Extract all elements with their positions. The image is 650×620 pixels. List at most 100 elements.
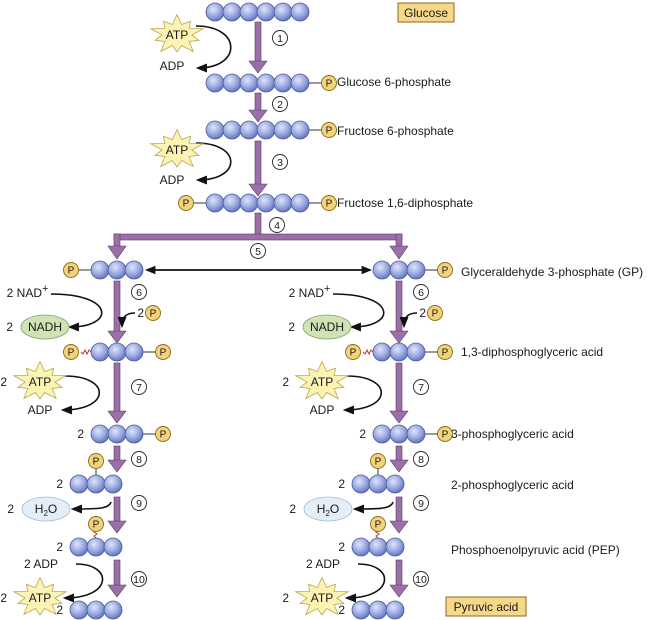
carbon-atom xyxy=(290,120,310,140)
carbon-atom xyxy=(107,342,127,362)
phosphate-label: P xyxy=(375,520,382,531)
3-phosphoglyceric-acid-label: 3-phosphoglyceric acid xyxy=(451,427,574,441)
carbon-atom xyxy=(86,537,106,557)
phosphate-circle xyxy=(321,122,337,138)
adp-label: ADP xyxy=(160,173,185,187)
atp-label: ATP xyxy=(311,375,333,389)
phosphate-circle xyxy=(321,75,337,91)
carbon-atom xyxy=(256,73,276,93)
step-label: 2 xyxy=(277,99,283,111)
carbon-atom xyxy=(90,342,110,362)
carbon-atom xyxy=(107,424,127,444)
arrow-step-3 xyxy=(248,140,268,197)
carbon-atom xyxy=(222,120,242,140)
nad-label: 2 NAD xyxy=(7,286,43,300)
carbon-atom xyxy=(406,260,426,280)
step-circle xyxy=(131,495,147,511)
atp-label: ATP xyxy=(311,591,333,605)
phosphate-group: P xyxy=(145,305,161,321)
step-label: 9 xyxy=(136,498,142,510)
phosphate-label: P xyxy=(442,266,449,277)
arrow-head xyxy=(107,459,127,473)
carbon-atom xyxy=(69,474,89,494)
arrow-shaft xyxy=(254,21,262,63)
step-circle xyxy=(413,451,429,467)
gp-molecule: P xyxy=(372,260,453,280)
phosphate-group: P xyxy=(155,426,171,442)
step-label: 4 xyxy=(274,220,280,232)
arrow-head xyxy=(107,245,127,260)
step-label: 6 xyxy=(418,287,424,299)
atp-starburst xyxy=(294,360,350,400)
carbon-atom xyxy=(389,260,409,280)
fructose-1-6-diphosphate-label: Fructose 1,6-diphosphate xyxy=(337,196,473,210)
cofactor-arrows xyxy=(50,25,418,603)
arrow-head xyxy=(389,459,409,473)
phosphate-circle xyxy=(63,344,79,360)
step-number-4: 4 xyxy=(269,217,285,233)
atp-coefficient: 2 xyxy=(282,591,289,605)
stoichiometric-coefficient: 2 xyxy=(56,477,63,491)
step-circle xyxy=(413,495,429,511)
nadh-coefficient: 2 xyxy=(6,320,13,334)
step-circle xyxy=(131,284,147,300)
atp-to-adp-arrow xyxy=(60,375,101,415)
atp-label: ATP xyxy=(166,143,188,157)
phosphate-circle xyxy=(155,344,171,360)
step-label: 5 xyxy=(255,246,261,258)
step-number-6: 6 xyxy=(131,284,147,300)
two-adp-label: 2 ADP xyxy=(306,557,340,571)
step-circle xyxy=(413,571,429,587)
pep-molecule: P2 xyxy=(338,516,405,557)
arrow-shaft xyxy=(395,362,403,413)
arrow-step-1 xyxy=(248,21,268,74)
2-phosphoglyceric-acid-molecule: P2 xyxy=(56,453,123,494)
arrow-shaft xyxy=(395,559,403,587)
phosphate-circle xyxy=(145,305,161,321)
carbon-atom xyxy=(239,193,259,213)
h2o-h: H xyxy=(317,502,326,516)
fructose-6-phosphate-label: Fructose 6-phosphate xyxy=(337,124,454,138)
h2o-coefficient: 2 xyxy=(289,502,296,516)
carbon-atom xyxy=(273,2,293,22)
atp-to-adp-arrow xyxy=(195,25,232,73)
carbon-atom xyxy=(205,73,225,93)
carbon-atom xyxy=(290,2,310,22)
1-3-diphosphoglyceric-acid-molecule: PP xyxy=(345,342,453,362)
carbon-atom xyxy=(256,193,276,213)
phosphate-coefficient: 2 xyxy=(137,306,144,320)
phosphate-label: P xyxy=(432,309,439,320)
adp-to-atp-arrow xyxy=(344,563,386,603)
atp-badge: ATP 2 xyxy=(282,360,350,400)
atp-coefficient: 2 xyxy=(0,591,7,605)
arrow-shaft xyxy=(254,92,262,112)
nad-to-nadh-arrow xyxy=(332,293,385,332)
atp-to-adp-arrow xyxy=(342,375,383,415)
stoichiometric-coefficient: 2 xyxy=(56,603,63,617)
arrow-head xyxy=(107,330,127,344)
step-label: 9 xyxy=(418,498,424,510)
atp-coefficient: 2 xyxy=(282,375,289,389)
carbon-atom xyxy=(103,537,123,557)
step-number-8: 8 xyxy=(413,451,429,467)
arrow-step-2 xyxy=(248,92,268,123)
arrow-shaft xyxy=(113,362,121,413)
stoichiometric-coefficient: 2 xyxy=(338,540,345,554)
step-circle xyxy=(269,217,285,233)
carbon-atom xyxy=(273,120,293,140)
carbon-atom xyxy=(273,73,293,93)
carbon-atom xyxy=(406,424,426,444)
phosphate-group: P xyxy=(370,453,386,469)
phosphate-group: P xyxy=(63,344,79,360)
arrow-shaft xyxy=(395,280,403,333)
carbon-atom xyxy=(290,73,310,93)
split-arrow xyxy=(107,212,409,260)
phosphate-circle xyxy=(88,516,104,532)
step-number-9: 9 xyxy=(131,495,147,511)
carbon-atom xyxy=(372,424,392,444)
nadh-label: NADH xyxy=(28,320,62,334)
